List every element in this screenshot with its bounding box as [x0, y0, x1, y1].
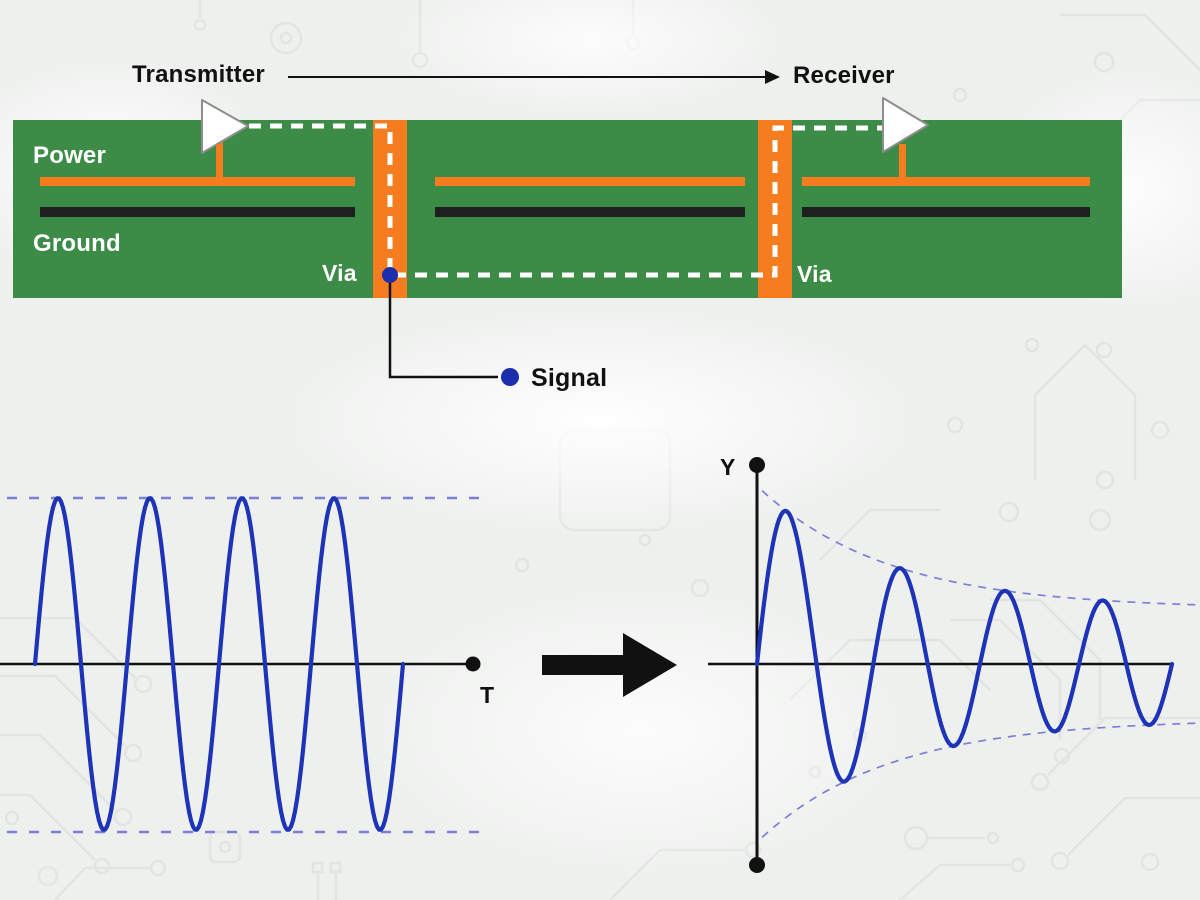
output-damped-wave — [754, 508, 1175, 784]
input-axis-label: T — [480, 682, 495, 708]
power-label: Power — [33, 142, 107, 169]
via-left-label: Via — [322, 260, 357, 286]
receiver-stub — [899, 144, 906, 182]
transmitter-label: Transmitter — [132, 61, 265, 88]
input-axis-end-dot — [465, 656, 481, 672]
signal-legend-dot — [501, 368, 519, 386]
signal-path-dashed — [249, 123, 884, 278]
output-axis-bottom-dot — [749, 857, 765, 873]
via-right-label: Via — [797, 261, 832, 287]
output-axis-label: Y — [720, 454, 736, 480]
ground-plane-middle — [435, 207, 745, 217]
output-envelope-top — [761, 489, 1199, 606]
ground-label: Ground — [33, 230, 121, 257]
ground-plane-left — [40, 207, 355, 217]
receiver-buffer-icon — [882, 97, 929, 153]
power-trace-left — [40, 177, 355, 186]
ground-plane-right — [802, 207, 1090, 217]
output-axis-top-dot — [749, 457, 765, 473]
right-arrowhead-icon — [765, 70, 780, 84]
power-trace-right — [802, 177, 1090, 186]
transmitter-stub — [216, 140, 223, 182]
power-trace-middle — [435, 177, 745, 186]
via-signal-dot — [382, 267, 398, 283]
signal-label: Signal — [531, 364, 608, 392]
receiver-label: Receiver — [793, 62, 895, 89]
output-envelope-bottom — [761, 722, 1199, 839]
transform-arrow-icon — [542, 633, 677, 697]
